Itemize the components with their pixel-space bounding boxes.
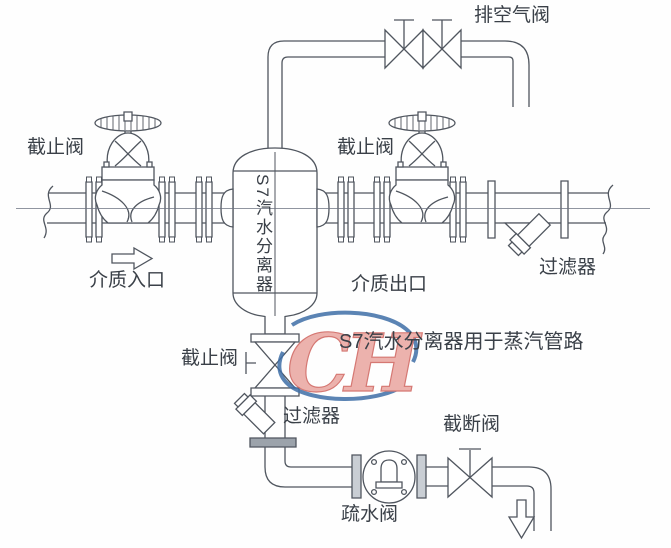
label-cutoff-valve: 截断阀 [443, 414, 501, 435]
logo-text: CH [287, 316, 423, 410]
label-air-vent-valve: 排空气阀 [474, 5, 551, 26]
strainer-bottom [232, 391, 276, 435]
air-vent-valve [385, 20, 461, 68]
globe-valve-mid [388, 111, 456, 224]
label-medium-outlet: 介质出口 [351, 274, 428, 295]
label-leader [246, 352, 256, 374]
separator-vessel [221, 148, 329, 334]
pipe-break-right [603, 185, 613, 254]
watermark-logo: CH [279, 313, 429, 411]
drain-line [232, 334, 352, 487]
steam-trap [352, 451, 426, 503]
label-stop-valve-bottom: 截止阀 [181, 348, 239, 369]
logo-swoosh-bottom [279, 352, 403, 399]
globe-valve-left [94, 111, 162, 224]
label-strainer-right: 过滤器 [539, 257, 597, 278]
cutoff-valve [448, 449, 492, 497]
inlet-flow-arrow [112, 248, 152, 269]
outlet-flow-arrow [509, 500, 534, 538]
strainer-right [505, 212, 552, 257]
main-pipe-flanges [86, 177, 568, 242]
vent-pipe [268, 41, 529, 153]
pipe-break-left [44, 186, 53, 238]
logo-swoosh-top [292, 313, 416, 362]
diagram-caption: S7汽水分离器用于蒸汽管路 [339, 331, 584, 353]
outlet-elbow [492, 467, 551, 531]
separator-vessel-label: S7汽水分离器 [253, 174, 272, 294]
label-strainer-bottom: 过滤器 [283, 406, 341, 427]
label-stop-valve-left: 截止阀 [27, 137, 85, 158]
trap-outlet-pipe [426, 467, 448, 486]
label-medium-inlet: 介质入口 [89, 270, 166, 291]
label-steam-trap: 疏水阀 [341, 504, 399, 525]
label-stop-valve-mid: 截止阀 [337, 137, 395, 158]
